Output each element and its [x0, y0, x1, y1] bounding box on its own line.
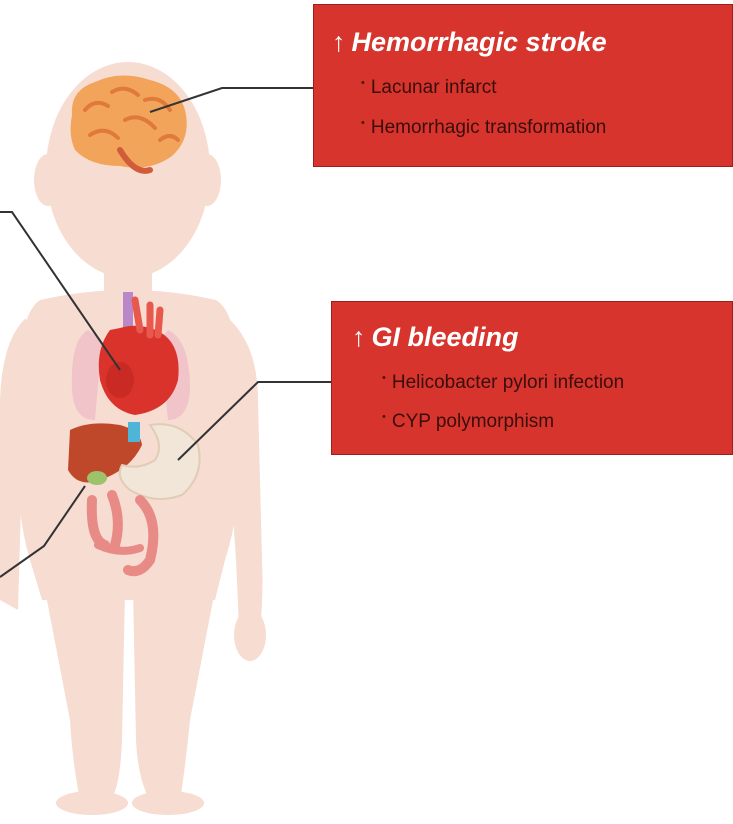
stroke-title-text: Hemorrhagic stroke — [352, 27, 607, 57]
gi-item-text: Helicobacter pylori infection — [392, 372, 624, 393]
hemorrhagic-stroke-box: ↑Hemorrhagic stroke • Lacunar infarct • He… — [313, 4, 733, 167]
bullet-icon: • — [382, 372, 386, 384]
bullet-icon: • — [361, 77, 365, 89]
stroke-bullet-item: • Lacunar infarct — [361, 77, 497, 99]
gi-title-text: GI bleeding — [372, 322, 519, 352]
bullet-icon: • — [361, 117, 365, 129]
stroke-item-text: Hemorrhagic transformation — [371, 117, 606, 138]
up-arrow-icon: ↑ — [332, 27, 346, 57]
gallbladder-icon — [87, 471, 107, 485]
gi-box-title: ↑GI bleeding — [352, 322, 519, 353]
gi-bullet-item: • CYP polymorphism — [382, 411, 554, 433]
stroke-item-text: Lacunar infarct — [371, 77, 497, 98]
brain-icon — [71, 75, 187, 170]
gi-item-text: CYP polymorphism — [392, 411, 554, 432]
up-arrow-icon: ↑ — [352, 322, 366, 352]
gi-bullet-item: • Helicobacter pylori infection — [382, 372, 624, 394]
bullet-icon: • — [382, 411, 386, 423]
gi-bleeding-box: ↑GI bleeding • Helicobacter pylori infect… — [331, 301, 733, 455]
stroke-box-title: ↑Hemorrhagic stroke — [332, 27, 607, 58]
stroke-bullet-item: • Hemorrhagic transformation — [361, 117, 606, 139]
